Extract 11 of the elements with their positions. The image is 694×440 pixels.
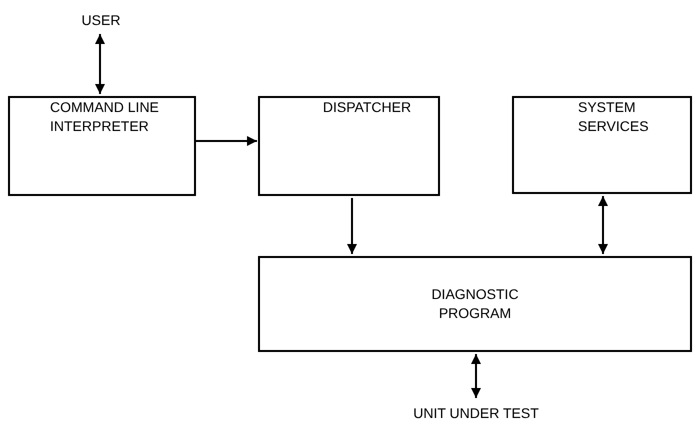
- arrow: [471, 354, 481, 398]
- process-box: DIAGNOSTIC PROGRAM: [258, 256, 692, 352]
- arrow: [95, 34, 105, 94]
- process-box: COMMAND LINE INTERPRETER: [8, 96, 196, 196]
- arrow: [196, 136, 257, 146]
- node-label: USER: [76, 8, 126, 32]
- node-label: UNIT UNDER TEST: [390, 400, 562, 426]
- arrow: [598, 196, 608, 254]
- process-box: SYSTEM SERVICES: [512, 96, 692, 194]
- arrow: [347, 198, 357, 254]
- process-box: DISPATCHER: [258, 96, 440, 196]
